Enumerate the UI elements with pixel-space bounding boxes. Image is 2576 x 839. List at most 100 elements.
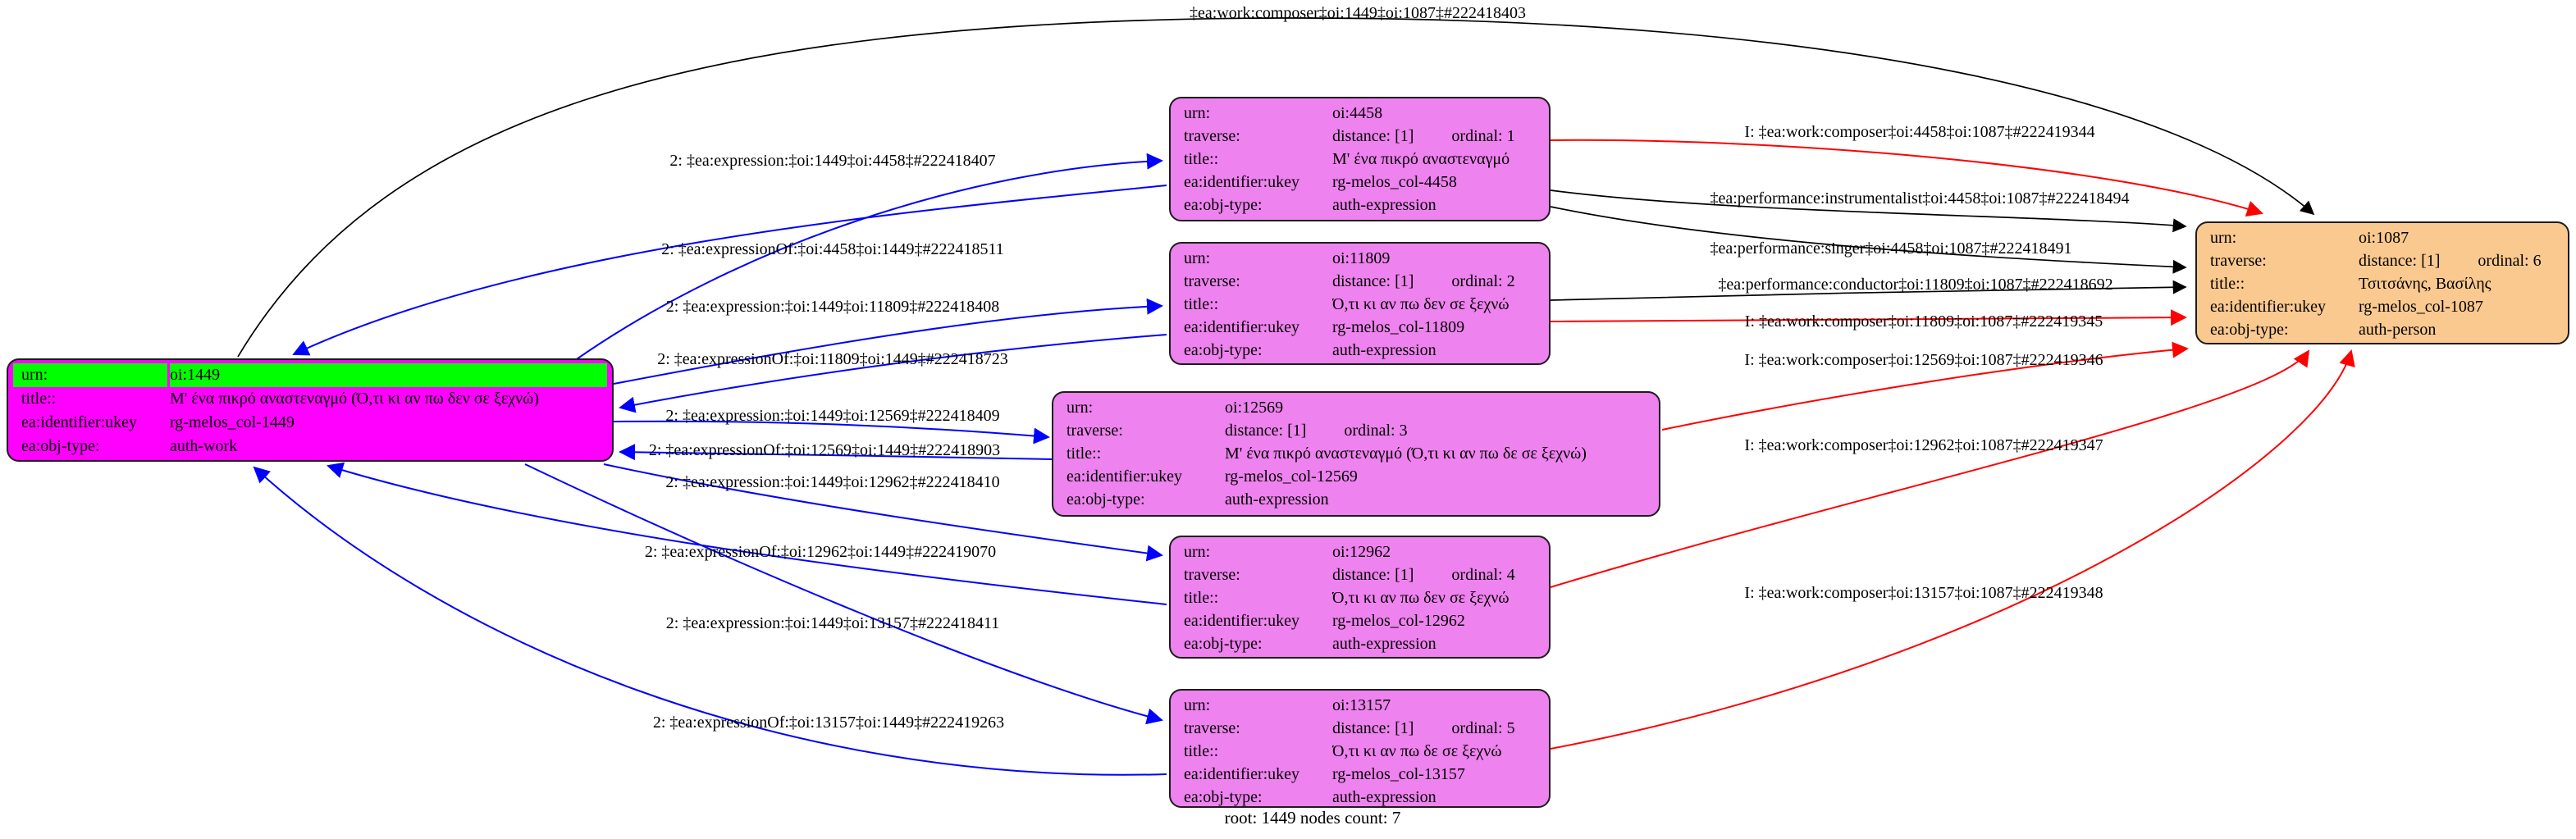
edge-expression-1449-4458 [573, 153, 1163, 362]
field-value-title: Μ' ένα πικρό αναστεναγμό (Ό,τι κι αν πω … [170, 390, 540, 408]
edge-singer-4458-1087 [1550, 206, 2187, 274]
field-label-objtype: ea:obj-type: [1066, 490, 1145, 508]
field-label-urn: urn: [1184, 696, 1211, 714]
field-label-urn: urn: [1184, 104, 1211, 122]
field-label-ukey: ea:identifier:ukey [1066, 467, 1183, 486]
edge-composer-12569-1087 [1661, 341, 2189, 431]
node-work-oi-1449: urn: oi:1449 title:: Μ' ένα πικρό αναστε… [7, 358, 614, 462]
field-value-traverse: distance: [1]ordinal: 1 [1332, 127, 1515, 145]
edge-composer-1449-1087 [237, 17, 2315, 358]
node-expression-oi-12569: urn: oi:12569 traverse: distance: [1]ord… [1052, 391, 1660, 517]
edge-composer-4458-1087 [1550, 139, 2263, 217]
edge-label-expressionof-12569-1449: 2: ‡ea:expressionOf:‡oi:12569‡oi:1449‡#2… [648, 441, 1001, 459]
field-label-ukey: ea:identifier:ukey [2210, 298, 2327, 316]
node-expression-oi-13157: urn: oi:13157 traverse: distance: [1]ord… [1169, 689, 1551, 808]
field-label-ukey: ea:identifier:ukey [1184, 612, 1300, 630]
edge-label-instrumentalist-4458-1087: ‡ea:performance:instrumentalist‡oi:4458‡… [1710, 189, 2130, 207]
field-label-objtype: ea:obj-type: [2210, 321, 2289, 339]
field-value-ukey: rg-melos_col-12962 [1332, 612, 1465, 630]
field-label-objtype: ea:obj-type: [1184, 341, 1263, 359]
ordinal-value: ordinal: 1 [1451, 127, 1515, 145]
edge-label-expressionof-11809-1449: 2: ‡ea:expressionOf:‡oi:11809‡oi:1449‡#2… [657, 350, 1008, 368]
field-value-objtype: auth-expression [1332, 788, 1436, 806]
field-label-ukey: ea:identifier:ukey [1184, 173, 1300, 191]
field-value-ukey: rg-melos_col-1087 [2359, 298, 2483, 316]
field-value-title: Τσιτσάνης, Βασίλης [2359, 275, 2492, 293]
edge-label-composer-11809-1087: I: ‡ea:work:composer‡oi:11809‡oi:1087‡#2… [1744, 312, 2103, 331]
field-value-title: Ό,τι κι αν πω δε σε ξεχνώ [1332, 742, 1502, 760]
graph-footer: root: 1449 nodes count: 7 [1224, 808, 1401, 828]
field-value-urn: oi:1449 [170, 363, 607, 387]
edge-label-expressionof-12962-1449: 2: ‡ea:expressionOf:‡oi:12962‡oi:1449‡#2… [644, 543, 997, 561]
edge-composer-11809-1087 [1550, 309, 2187, 326]
field-value-traverse: distance: [1]ordinal: 4 [1332, 566, 1515, 584]
field-value-ukey: rg-melos_col-1449 [170, 413, 295, 431]
field-value-ukey: rg-melos_col-13157 [1332, 765, 1465, 783]
edge-expressionof-11809-1449 [619, 334, 1167, 413]
field-value-ukey: rg-melos_col-12569 [1225, 467, 1358, 486]
field-label-title: title:: [1184, 589, 1219, 607]
field-value-ukey: rg-melos_col-4458 [1332, 173, 1457, 191]
field-value-urn: oi:12569 [1225, 399, 1284, 417]
field-value-urn: oi:4458 [1332, 104, 1383, 122]
field-label-title: title:: [2210, 275, 2245, 293]
field-label-objtype: ea:obj-type: [1184, 635, 1263, 653]
ordinal-value: ordinal: 2 [1451, 272, 1515, 290]
field-value-ukey: rg-melos_col-11809 [1332, 318, 1465, 336]
node-expression-oi-11809: urn: oi:11809 traverse: distance: [1]ord… [1169, 242, 1551, 365]
edge-expressionof-12569-1449 [619, 444, 1056, 461]
field-value-title: Ό,τι κι αν πω δεν σε ξεχνώ [1332, 589, 1510, 607]
edge-label-composer-4458-1087: I: ‡ea:work:composer‡oi:4458‡oi:1087‡#22… [1744, 123, 2095, 141]
edge-label-composer-1449-1087: ‡ea:work:composer‡oi:1449‡oi:1087‡#22241… [1190, 4, 1526, 22]
field-label-ukey: ea:identifier:ukey [1184, 765, 1300, 783]
edge-conductor-11809-1087 [1550, 280, 2187, 301]
field-label-traverse: traverse: [1184, 272, 1240, 290]
edge-instrumentalist-4458-1087 [1550, 189, 2187, 233]
field-label-ukey: ea:identifier:ukey [1184, 318, 1300, 336]
edge-expression-1449-11809 [613, 298, 1163, 385]
field-label-title: title:: [1184, 150, 1219, 168]
edge-expression-1449-13157 [524, 463, 1163, 725]
edge-label-expressionof-13157-1449: 2: ‡ea:expressionOf:‡oi:13157‡oi:1449‡#2… [652, 714, 1005, 732]
field-label-objtype: ea:obj-type: [1184, 788, 1263, 806]
field-value-objtype: auth-expression [1225, 490, 1329, 508]
field-label-traverse: traverse: [1184, 127, 1240, 145]
field-label-traverse: traverse: [1184, 566, 1240, 584]
field-label-urn: urn: [2210, 229, 2237, 247]
edge-expression-1449-12569 [613, 420, 1050, 445]
node-person-oi-1087: urn: oi:1087 traverse: distance: [1]ordi… [2195, 221, 2569, 344]
field-value-traverse: distance: [1]ordinal: 2 [1332, 272, 1515, 290]
edge-label-conductor-11809-1087: ‡ea:performance:conductor‡oi:11809‡oi:10… [1718, 276, 2113, 294]
field-label-urn: urn: [1066, 399, 1094, 417]
field-label-objtype: ea:obj-type: [21, 437, 100, 455]
field-value-urn: oi:11809 [1332, 249, 1391, 267]
field-value-urn: oi:1087 [2359, 229, 2409, 247]
ordinal-value: ordinal: 3 [1344, 422, 1408, 440]
edge-label-expression-1449-13157: 2: ‡ea:expression:‡oi:1449‡oi:13157‡#222… [665, 614, 1000, 632]
field-label-title: title:: [1184, 742, 1219, 760]
field-value-title: Μ' ένα πικρό αναστεναγμό [1332, 150, 1510, 168]
field-label-title: title:: [1184, 295, 1219, 313]
edge-composer-12962-1087 [1550, 349, 2310, 588]
ordinal-value: ordinal: 5 [1451, 719, 1515, 737]
node-expression-oi-12962: urn: oi:12962 traverse: distance: [1]ord… [1169, 536, 1551, 659]
edge-label-composer-13157-1087: I: ‡ea:work:composer‡oi:13157‡oi:1087‡#2… [1744, 584, 2103, 602]
edge-label-expression-1449-12962: 2: ‡ea:expression:‡oi:1449‡oi:12962‡#222… [665, 473, 1000, 491]
field-label-urn: urn: [13, 363, 167, 387]
field-value-title: Ό,τι κι αν πω δεν σε ξεχνώ [1332, 295, 1510, 313]
field-value-objtype: auth-expression [1332, 196, 1436, 214]
field-label-traverse: traverse: [2210, 252, 2267, 270]
ordinal-value: ordinal: 4 [1451, 566, 1515, 584]
edge-expressionof-13157-1449 [253, 466, 1167, 776]
field-value-urn: oi:13157 [1332, 696, 1391, 714]
field-label-ukey: ea:identifier:ukey [21, 413, 138, 431]
field-value-objtype: auth-work [170, 437, 238, 455]
field-label-urn: urn: [1184, 249, 1211, 267]
edge-label-expressionof-4458-1449: 2: ‡ea:expressionOf:‡oi:4458‡oi:1449‡#22… [661, 240, 1004, 258]
edge-label-expression-1449-11809: 2: ‡ea:expression:‡oi:1449‡oi:11809‡#222… [665, 298, 1000, 316]
field-value-objtype: auth-expression [1332, 341, 1436, 359]
field-value-urn: oi:12962 [1332, 543, 1391, 561]
edge-label-expression-1449-12569: 2: ‡ea:expression:‡oi:1449‡oi:12569‡#222… [665, 407, 1000, 425]
